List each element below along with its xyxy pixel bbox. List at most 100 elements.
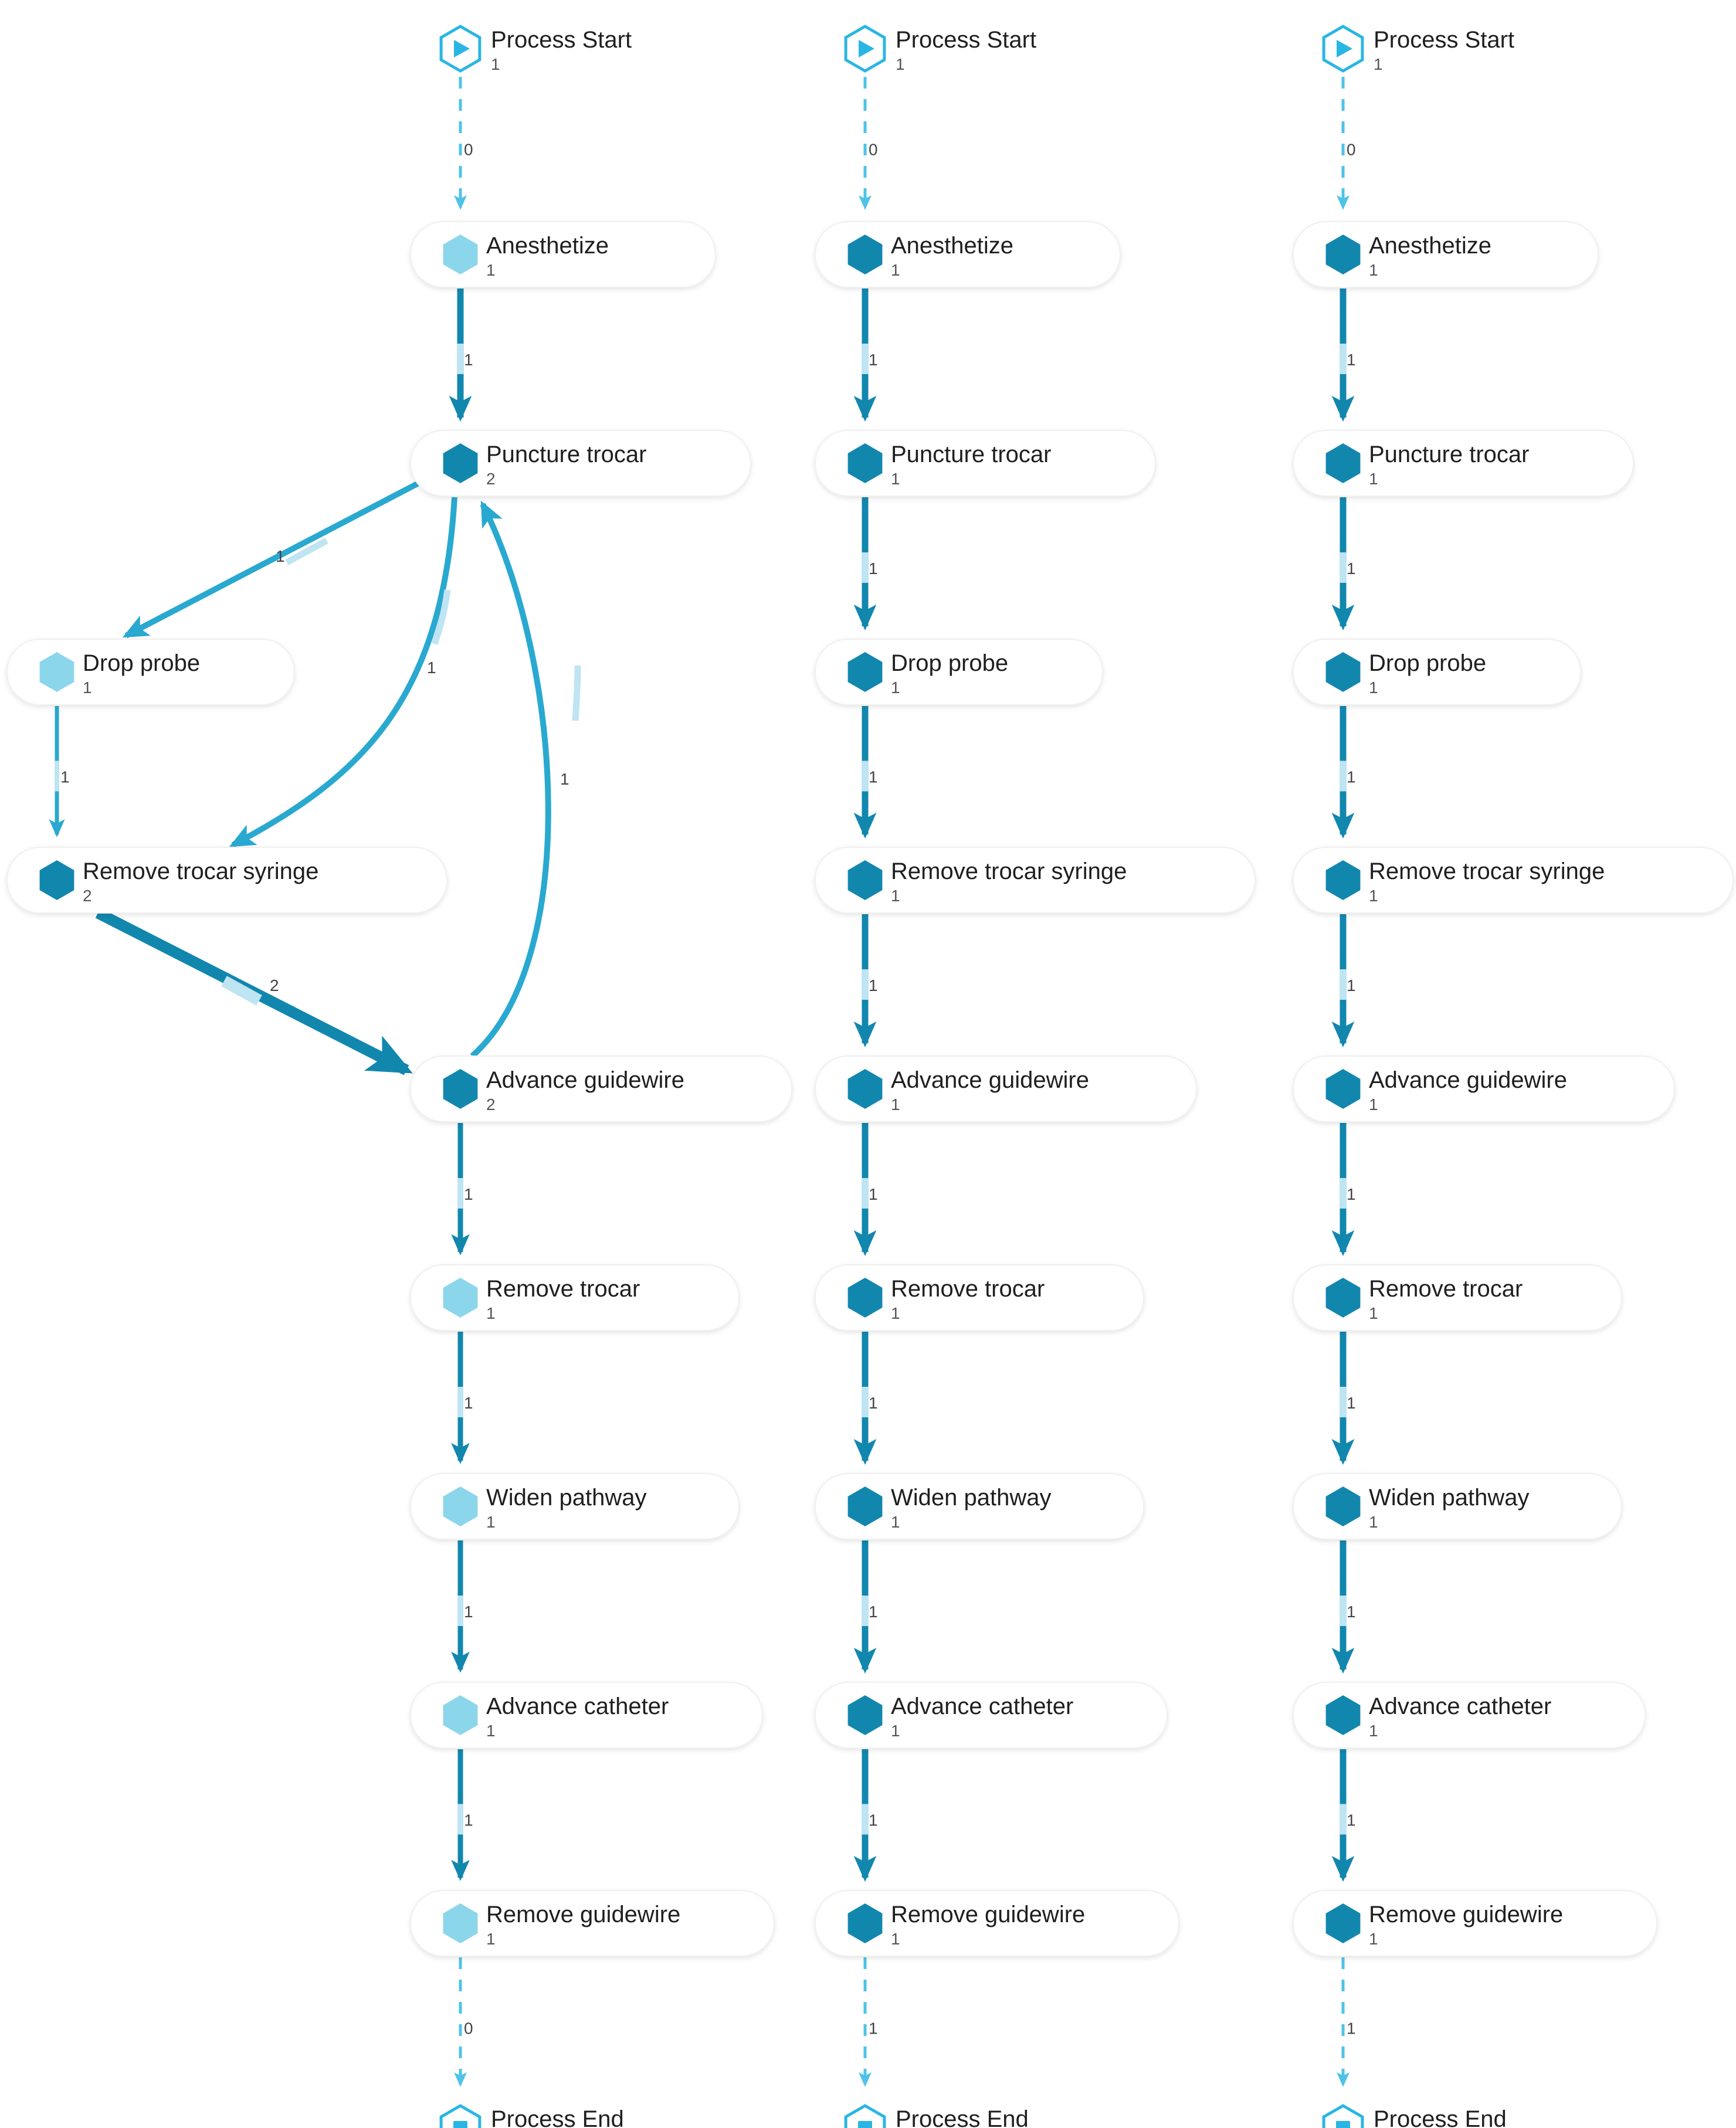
c2-drop-label: Drop probe (891, 650, 1008, 676)
c1-remove-guidewire-pill[interactable] (410, 1890, 775, 1957)
c3-remguide-pill[interactable] (1293, 1890, 1657, 1957)
edge-c2-anesthetize-puncture-count: 1 (869, 351, 878, 369)
c1-widen-pathway-label: Widen pathway (486, 1485, 646, 1511)
c3-puncture-label: Puncture trocar (1369, 442, 1529, 467)
edge-c2-remtrocar-widen-count: 1 (869, 1394, 878, 1412)
c1-advance-catheter-pill[interactable] (410, 1682, 763, 1749)
c2-remguide-pill[interactable] (815, 1890, 1179, 1957)
edge-c3-catheter-remguide-count: 1 (1347, 1811, 1356, 1830)
c3-syringe-label: Remove trocar syringe (1369, 858, 1605, 884)
c3-start-count: 1 (1374, 55, 1383, 73)
c1-drop-probe-count: 1 (83, 678, 92, 697)
c1-remove-trocar-syringe-label: Remove trocar syringe (83, 858, 318, 884)
c2-drop-pill[interactable] (815, 639, 1103, 705)
c1-advance-catheter-label: Advance catheter (486, 1693, 669, 1719)
edge-c3-widen-catheter-count: 1 (1347, 1603, 1356, 1621)
edge-c1-guidewire-remtrocar-count: 1 (464, 1185, 473, 1203)
c3-remguide-hexagon (1325, 1903, 1361, 1943)
c2-catheter-pill[interactable] (815, 1682, 1168, 1749)
c2-widen-pill[interactable] (815, 1473, 1144, 1540)
edge-c2-start-anesthetize-count: 0 (869, 141, 878, 159)
c2-anesthetize-pill[interactable] (815, 221, 1121, 288)
c3-catheter-hexagon (1325, 1695, 1361, 1735)
c2-start-hexagon (844, 25, 886, 73)
c1-anesthetize-pill[interactable] (410, 221, 716, 288)
c2-anesthetize-label: Anesthetize (891, 233, 1013, 259)
c1-widen-pathway-pill[interactable] (410, 1473, 740, 1540)
c1-remove-trocar-pill[interactable] (410, 1264, 740, 1331)
c1-remove-guidewire-label: Remove guidewire (486, 1902, 680, 1927)
c1-process-start-label: Process Start (491, 27, 632, 53)
edge-c1-remguidewire-end-count: 0 (464, 2020, 473, 2038)
c1-advance-guidewire-hexagon (443, 1069, 478, 1109)
edge-c1-puncture-syringe-count: 1 (427, 659, 436, 677)
c3-guidewire-pill[interactable] (1293, 1055, 1675, 1122)
play-icon (859, 40, 874, 57)
c1-process-end-label: Process End (491, 2106, 624, 2128)
c1-remove-trocar-syringe-count: 2 (83, 887, 92, 905)
edge-c1-puncture-drop-label-gap (285, 538, 328, 565)
edge-c1-guidewire-puncture[interactable] (470, 500, 551, 1058)
c2-syringe-pill[interactable] (815, 847, 1256, 914)
c1-widen-pathway-hexagon (443, 1486, 478, 1526)
c2-catheter-label: Advance catheter (891, 1693, 1073, 1719)
c3-puncture-pill[interactable] (1293, 430, 1634, 497)
c3-syringe-count: 1 (1369, 887, 1378, 905)
c1-advance-guidewire-pill[interactable] (410, 1055, 792, 1122)
c2-guidewire-pill[interactable] (815, 1055, 1197, 1122)
c1-remove-guidewire-count: 1 (486, 1930, 496, 1948)
c3-anesthetize-count: 1 (1369, 261, 1378, 279)
edge-c1-puncture-drop-count: 1 (276, 547, 285, 565)
c1-anesthetize-count: 1 (486, 261, 496, 279)
c3-anesthetize-hexagon (1325, 235, 1361, 274)
c3-anesthetize-pill[interactable] (1293, 221, 1599, 288)
c3-guidewire-hexagon (1325, 1069, 1361, 1109)
edge-c1-puncture-syringe-label-gap (431, 589, 451, 645)
c3-start-hexagon (1322, 25, 1364, 73)
stop-icon (453, 2121, 467, 2128)
c1-widen-pathway-count: 1 (486, 1513, 496, 1531)
c3-syringe-pill[interactable] (1293, 847, 1734, 914)
c3-catheter-label: Advance catheter (1369, 1693, 1551, 1719)
c1-puncture-trocar-pill[interactable] (410, 430, 751, 497)
c2-widen-label: Widen pathway (891, 1485, 1051, 1511)
c2-remtrocar-pill[interactable] (815, 1264, 1144, 1331)
c3-remtrocar-pill[interactable] (1293, 1264, 1622, 1331)
c1-process-start-hexagon (439, 25, 482, 73)
c3-puncture-count: 1 (1369, 470, 1378, 488)
c3-widen-pill[interactable] (1293, 1473, 1622, 1540)
edge-c3-remtrocar-widen-count: 1 (1347, 1394, 1356, 1412)
c1-advance-catheter-hexagon (443, 1695, 478, 1735)
edge-c3-anesthetize-puncture-count: 1 (1347, 351, 1356, 369)
edge-c1-puncture-drop[interactable] (122, 477, 427, 639)
c1-puncture-trocar-hexagon (443, 443, 478, 483)
c2-syringe-count: 1 (891, 887, 900, 905)
c3-drop-count: 1 (1369, 678, 1378, 697)
c2-end-label: Process End (896, 2106, 1029, 2128)
c2-syringe-hexagon (847, 860, 883, 900)
c1-remove-trocar-syringe-pill[interactable] (6, 847, 447, 914)
c1-drop-probe-pill[interactable] (6, 639, 295, 705)
c2-puncture-pill[interactable] (815, 430, 1156, 497)
c3-widen-label: Widen pathway (1369, 1485, 1529, 1511)
c3-catheter-pill[interactable] (1293, 1682, 1646, 1749)
c2-remtrocar-count: 1 (891, 1304, 900, 1322)
c3-remguide-label: Remove guidewire (1369, 1902, 1563, 1927)
c3-drop-pill[interactable] (1293, 639, 1581, 705)
edge-c2-drop-syringe-count: 1 (869, 768, 878, 786)
c2-catheter-hexagon (847, 1695, 883, 1735)
c2-anesthetize-hexagon (847, 235, 883, 274)
c3-widen-count: 1 (1369, 1513, 1378, 1531)
c1-remove-trocar-syringe-hexagon (39, 860, 74, 900)
edge-c1-syringe-guidewire-label-gap (221, 976, 262, 1006)
edge-c3-drop-syringe-count: 1 (1347, 768, 1356, 786)
edge-c1-drop-syringe-count: 1 (60, 768, 70, 786)
edge-c1-puncture-syringe[interactable] (229, 497, 457, 848)
edge-c2-catheter-remguide-count: 1 (869, 1811, 878, 1830)
edge-c1-syringe-guidewire-count: 2 (270, 976, 279, 995)
edge-c2-guidewire-remtrocar-count: 1 (869, 1185, 878, 1203)
c3-start-label: Process Start (1374, 27, 1514, 53)
